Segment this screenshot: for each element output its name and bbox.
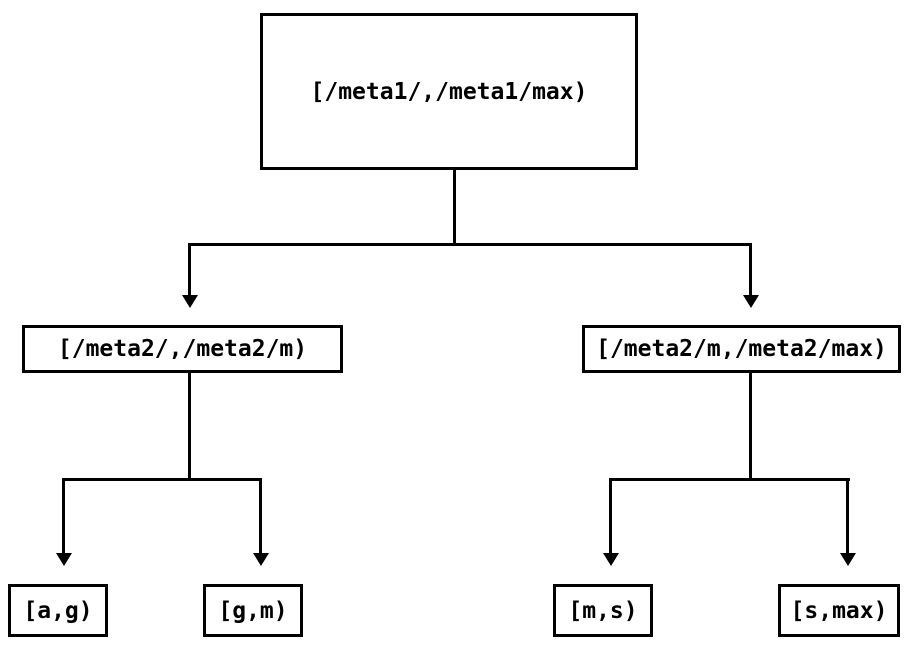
arrowhead-down-icon <box>603 553 619 566</box>
arrowhead-down-icon <box>253 553 269 566</box>
connector-right-to-leaf-ms <box>609 478 612 553</box>
connector-left-to-leaf-ag <box>62 478 65 553</box>
arrowhead-down-icon <box>56 553 72 566</box>
connector-left-stem <box>188 373 191 480</box>
connector-right-stem <box>749 373 752 480</box>
tree-node-left: [/meta2/,/meta2/m) <box>22 325 343 373</box>
tree-node-root: [/meta1/,/meta1/max) <box>260 13 638 170</box>
tree-node-right: [/meta2/m,/meta2/max) <box>582 325 901 373</box>
arrowhead-down-icon <box>840 553 856 566</box>
connector-root-horizontal <box>188 243 752 246</box>
tree-leaf-smax: [s,max) <box>778 584 900 637</box>
connector-root-to-left <box>188 243 191 296</box>
tree-leaf-gm: [g,m) <box>203 584 303 637</box>
tree-leaf-ms: [m,s) <box>553 584 653 637</box>
connector-root-to-right <box>749 243 752 296</box>
arrowhead-down-icon <box>743 295 759 308</box>
connector-right-horizontal <box>609 478 850 481</box>
connector-left-to-leaf-gm <box>259 478 262 553</box>
connector-root-stem <box>453 170 456 245</box>
tree-leaf-ag: [a,g) <box>8 584 108 637</box>
connector-right-to-leaf-smax <box>846 478 849 553</box>
connector-left-horizontal <box>62 478 262 481</box>
arrowhead-down-icon <box>182 295 198 308</box>
